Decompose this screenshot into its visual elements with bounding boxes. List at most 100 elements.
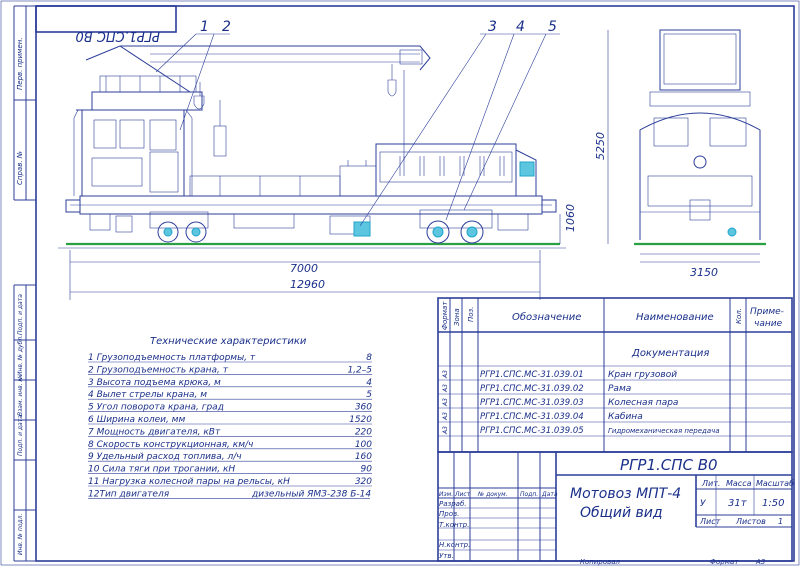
spec-label: 8 Скорость конструкционная, км/ч bbox=[88, 440, 253, 450]
margin-label-4: Инв. № дубл. bbox=[17, 335, 24, 376]
spec-value: 1,2–5 bbox=[347, 365, 372, 375]
side-view bbox=[58, 45, 566, 249]
callout-5: 5 bbox=[548, 19, 557, 35]
callout-4: 4 bbox=[516, 19, 525, 35]
parts-designation: РГР1.СПС.МС-31.039.02 bbox=[480, 384, 584, 394]
spec-block: Технические характеристики 1 Грузоподъем… bbox=[88, 336, 372, 499]
drawing-title-2: Общий вид bbox=[580, 505, 663, 521]
signer-tcontrol: Т.контр. bbox=[439, 521, 469, 529]
spec-label: 6 Ширина колеи, мм bbox=[88, 415, 185, 425]
spec-row: 2 Грузоподъемность крана, т 1,2–5 bbox=[88, 365, 372, 375]
format-label: Формат bbox=[710, 558, 739, 566]
spec-value: 90 bbox=[361, 465, 373, 475]
spec-title: Технические характеристики bbox=[150, 336, 307, 347]
rev-h-izm: Изм. bbox=[439, 491, 453, 498]
margin-label-5: Взам. инв. № bbox=[17, 375, 24, 416]
spec-value: 320 bbox=[355, 477, 372, 487]
crane-boom bbox=[85, 45, 431, 160]
spec-value: 220 bbox=[355, 427, 372, 437]
parts-name: Рама bbox=[608, 384, 631, 394]
spec-label: 11 Нагрузка колесной пары на рельсы, кН bbox=[88, 477, 290, 487]
spec-label: 4 Вылет стрелы крана, м bbox=[88, 390, 207, 400]
side-dimensions: 1060 7000 12960 bbox=[69, 204, 577, 300]
left-margin-strip: Перв. примен. Справ. № Подп. и дата Инв.… bbox=[13, 5, 36, 562]
spec-value: 360 bbox=[355, 403, 372, 413]
spec-row: 10 Сила тяги при трогании, кН 90 bbox=[88, 465, 372, 475]
platform-cargo bbox=[189, 175, 341, 197]
parts-name: Кабина bbox=[608, 412, 643, 422]
spec-label: 1 Грузоподъемность платформы, т bbox=[88, 353, 256, 363]
callouts: 1 2 3 4 5 bbox=[155, 19, 560, 227]
parts-format: А3 bbox=[442, 398, 449, 407]
lit-value: У bbox=[700, 499, 706, 509]
margin-label-2: Справ. № bbox=[16, 151, 24, 185]
signer-developer: Разраб. bbox=[439, 500, 467, 508]
sheets-label: Листов bbox=[735, 517, 766, 526]
signer-checker: Пров. bbox=[439, 510, 459, 518]
drawing-title-1: Мотовоз МПТ-4 bbox=[570, 486, 681, 502]
rev-h-sign: Подп. bbox=[520, 491, 538, 498]
cab bbox=[73, 109, 193, 197]
parts-table: Формат Зона Поз. Обозначение Наименовани… bbox=[437, 297, 793, 453]
spec-row: 6 Ширина колеи, мм 1520 bbox=[88, 415, 372, 425]
top-stamp-text: РГР1.СПС В0 bbox=[75, 28, 160, 43]
drawing-frame bbox=[35, 5, 795, 562]
parts-format: А3 bbox=[442, 370, 449, 379]
spec-row: 1 Грузоподъемность платформы, т 8 bbox=[88, 353, 372, 363]
rev-h-date: Дата bbox=[541, 491, 558, 498]
col-format: Формат bbox=[441, 301, 449, 330]
col-designation: Обозначение bbox=[512, 311, 581, 323]
front-view: 3150 5250 bbox=[594, 29, 766, 279]
parts-designation: РГР1.СПС.МС-31.039.01 bbox=[480, 370, 584, 380]
col-qty: Кол. bbox=[735, 308, 743, 324]
top-stamp: РГР1.СПС В0 bbox=[35, 5, 177, 43]
sheet-label: Лист bbox=[699, 517, 721, 526]
parts-format: А3 bbox=[442, 412, 449, 421]
parts-name: Гидромеханическая передача bbox=[608, 427, 720, 435]
spec-label: 2 Грузоподъемность крана, т bbox=[88, 365, 229, 375]
col-zone: Зона bbox=[453, 308, 461, 326]
spec-value: 8 bbox=[366, 353, 372, 363]
spec-label: 9 Удельный расход топлива, л/ч bbox=[88, 452, 242, 462]
rear-bogie bbox=[419, 209, 493, 244]
col-note-line2: чание bbox=[754, 319, 783, 329]
front-bogie bbox=[149, 211, 209, 243]
dim-width: 3150 bbox=[690, 266, 718, 279]
spec-row: 8 Скорость конструкционная, км/ч 100 bbox=[88, 440, 372, 450]
crane-housing bbox=[91, 75, 203, 111]
spec-value: 100 bbox=[355, 440, 372, 450]
spec-label: 5 Угол поворота крана, град bbox=[88, 403, 224, 413]
spec-value: 5 bbox=[366, 390, 372, 400]
sheets-value: 1 bbox=[778, 517, 783, 526]
parts-format: А3 bbox=[442, 426, 449, 435]
copied-label: Копировал bbox=[580, 558, 621, 566]
parts-name: Колесная пара bbox=[608, 398, 678, 408]
parts-designation: РГР1.СПС.МС-31.039.04 bbox=[480, 412, 584, 422]
drawing-code: РГР1.СПС В0 bbox=[620, 456, 718, 474]
spec-value: 1520 bbox=[349, 415, 372, 425]
rev-h-list: Лист bbox=[454, 491, 471, 498]
margin-label-7: Инв. № подл. bbox=[17, 514, 24, 555]
callout-3: 3 bbox=[488, 19, 497, 35]
lit-header: Лит. bbox=[701, 479, 720, 488]
spec-value: дизельный ЯМЗ-238 Б-14 bbox=[251, 489, 371, 499]
callout-2: 2 bbox=[222, 19, 231, 35]
signer-ncontrol: Н.контр. bbox=[439, 541, 470, 549]
rev-h-doc: № докум. bbox=[477, 491, 508, 498]
mass-header: Масса bbox=[726, 479, 752, 488]
spec-row: 11 Нагрузка колесной пары на рельсы, кН 3… bbox=[88, 477, 372, 487]
scale-header: Масштаб bbox=[756, 479, 794, 488]
margin-label-3: Подп. и дата bbox=[17, 294, 24, 335]
parts-designation: РГР1.СПС.МС-31.039.05 bbox=[480, 426, 584, 436]
mass-value: 31т bbox=[728, 498, 748, 509]
scale-value: 1:50 bbox=[762, 498, 784, 509]
parts-format: А3 bbox=[442, 384, 449, 393]
spec-label: 10 Сила тяги при трогании, кН bbox=[88, 465, 235, 475]
